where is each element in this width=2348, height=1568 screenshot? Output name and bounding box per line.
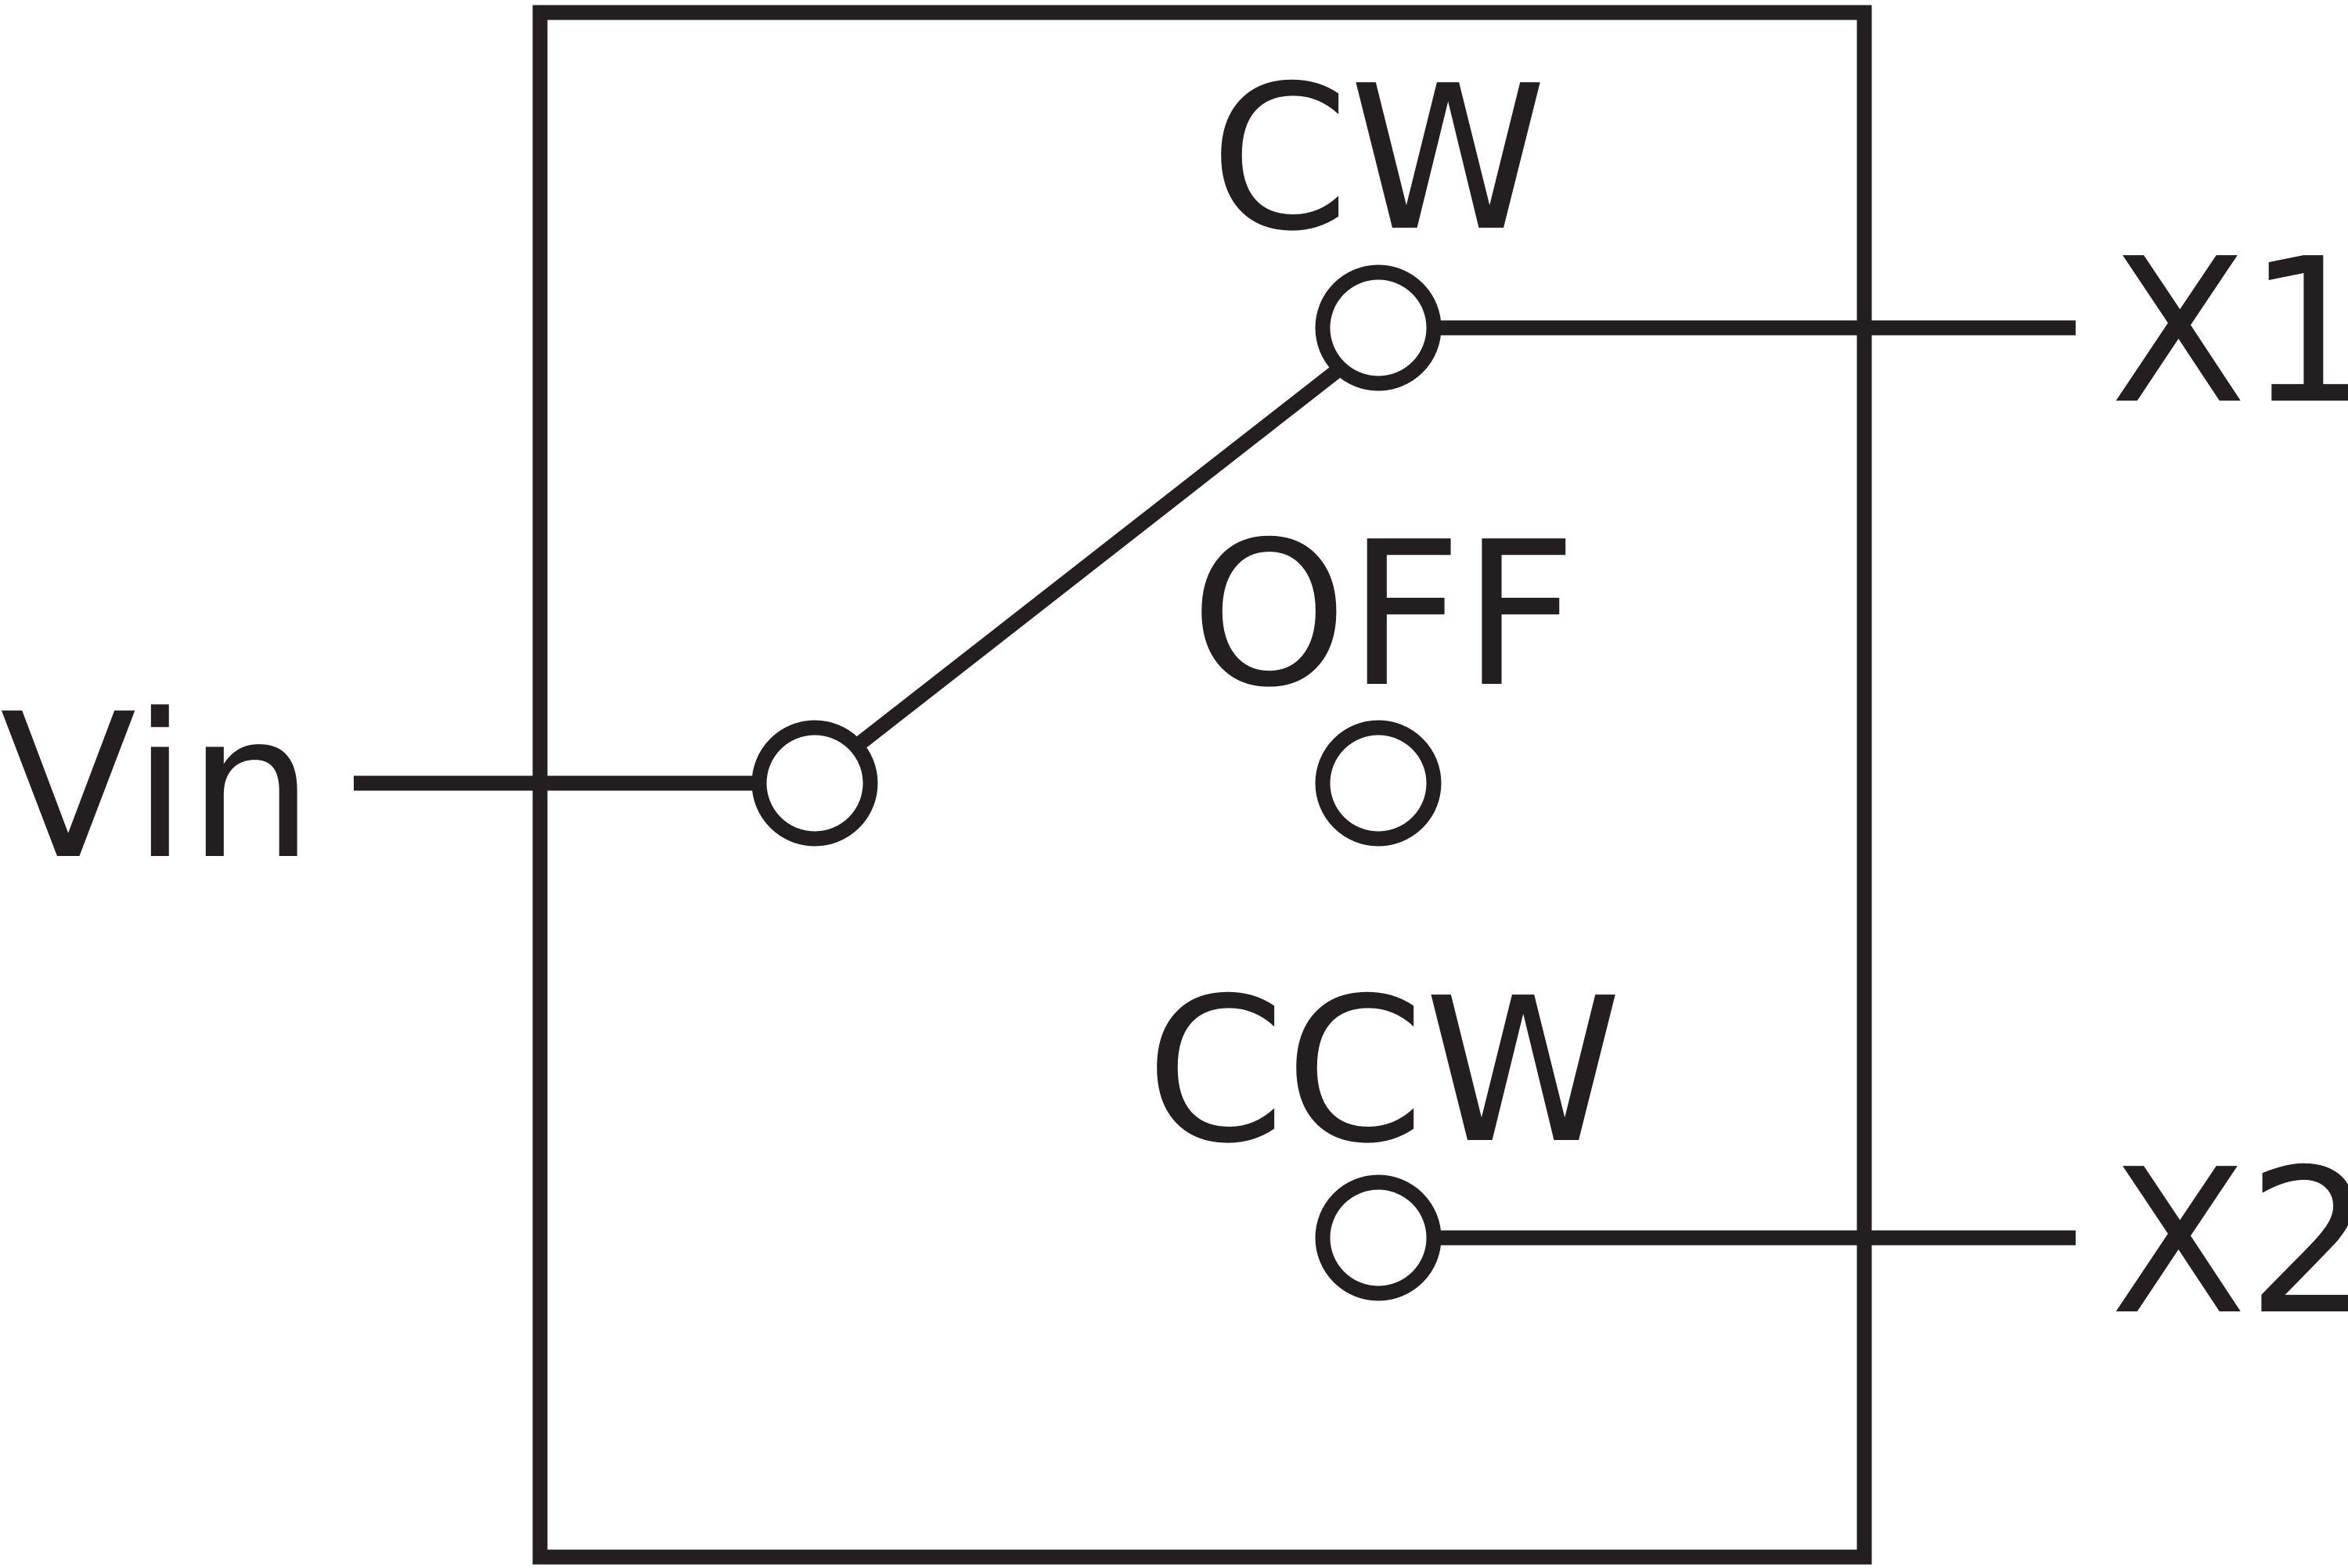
off-label: OFF (1190, 499, 1577, 732)
x2-label: X2 (2110, 1127, 2348, 1359)
ccw-terminal (1315, 1174, 1442, 1301)
ccw-label: CCW (1146, 955, 1622, 1188)
switch-blade (852, 362, 1345, 752)
vin-label: Vin (0, 671, 314, 904)
x1-label: X1 (2110, 216, 2348, 448)
cw-terminal (1315, 264, 1442, 391)
off-terminal (1315, 720, 1442, 847)
common-terminal (751, 720, 878, 847)
cw-label: CW (1210, 43, 1547, 275)
